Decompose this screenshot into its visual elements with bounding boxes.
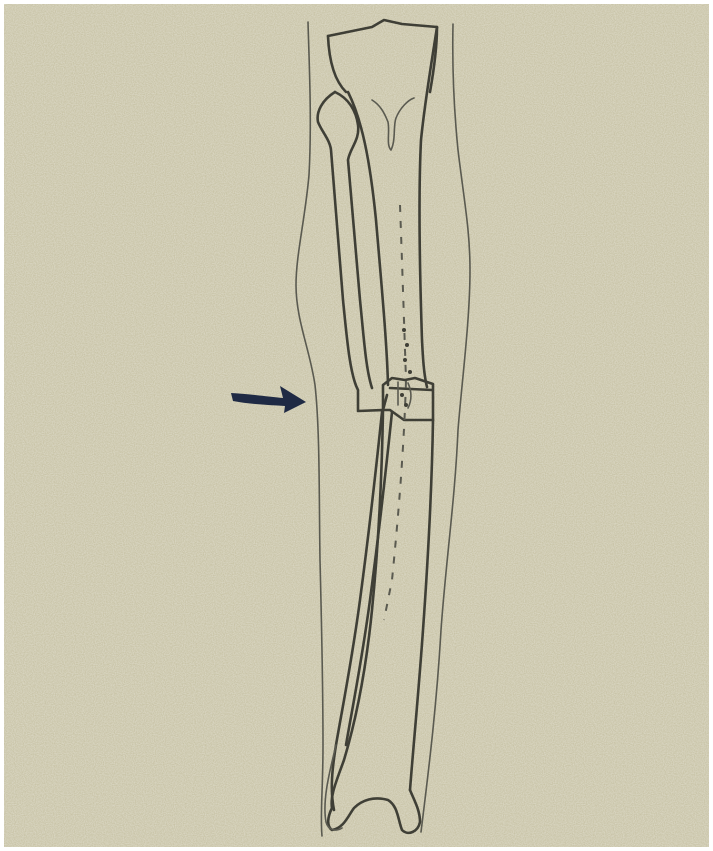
wire-dot [408,370,412,374]
wire-dot [404,403,408,407]
wire-dot [403,358,407,362]
wire-dot [402,328,406,332]
paper-texture [4,4,709,847]
wire-dot [400,393,404,397]
wire-dot [405,343,409,347]
